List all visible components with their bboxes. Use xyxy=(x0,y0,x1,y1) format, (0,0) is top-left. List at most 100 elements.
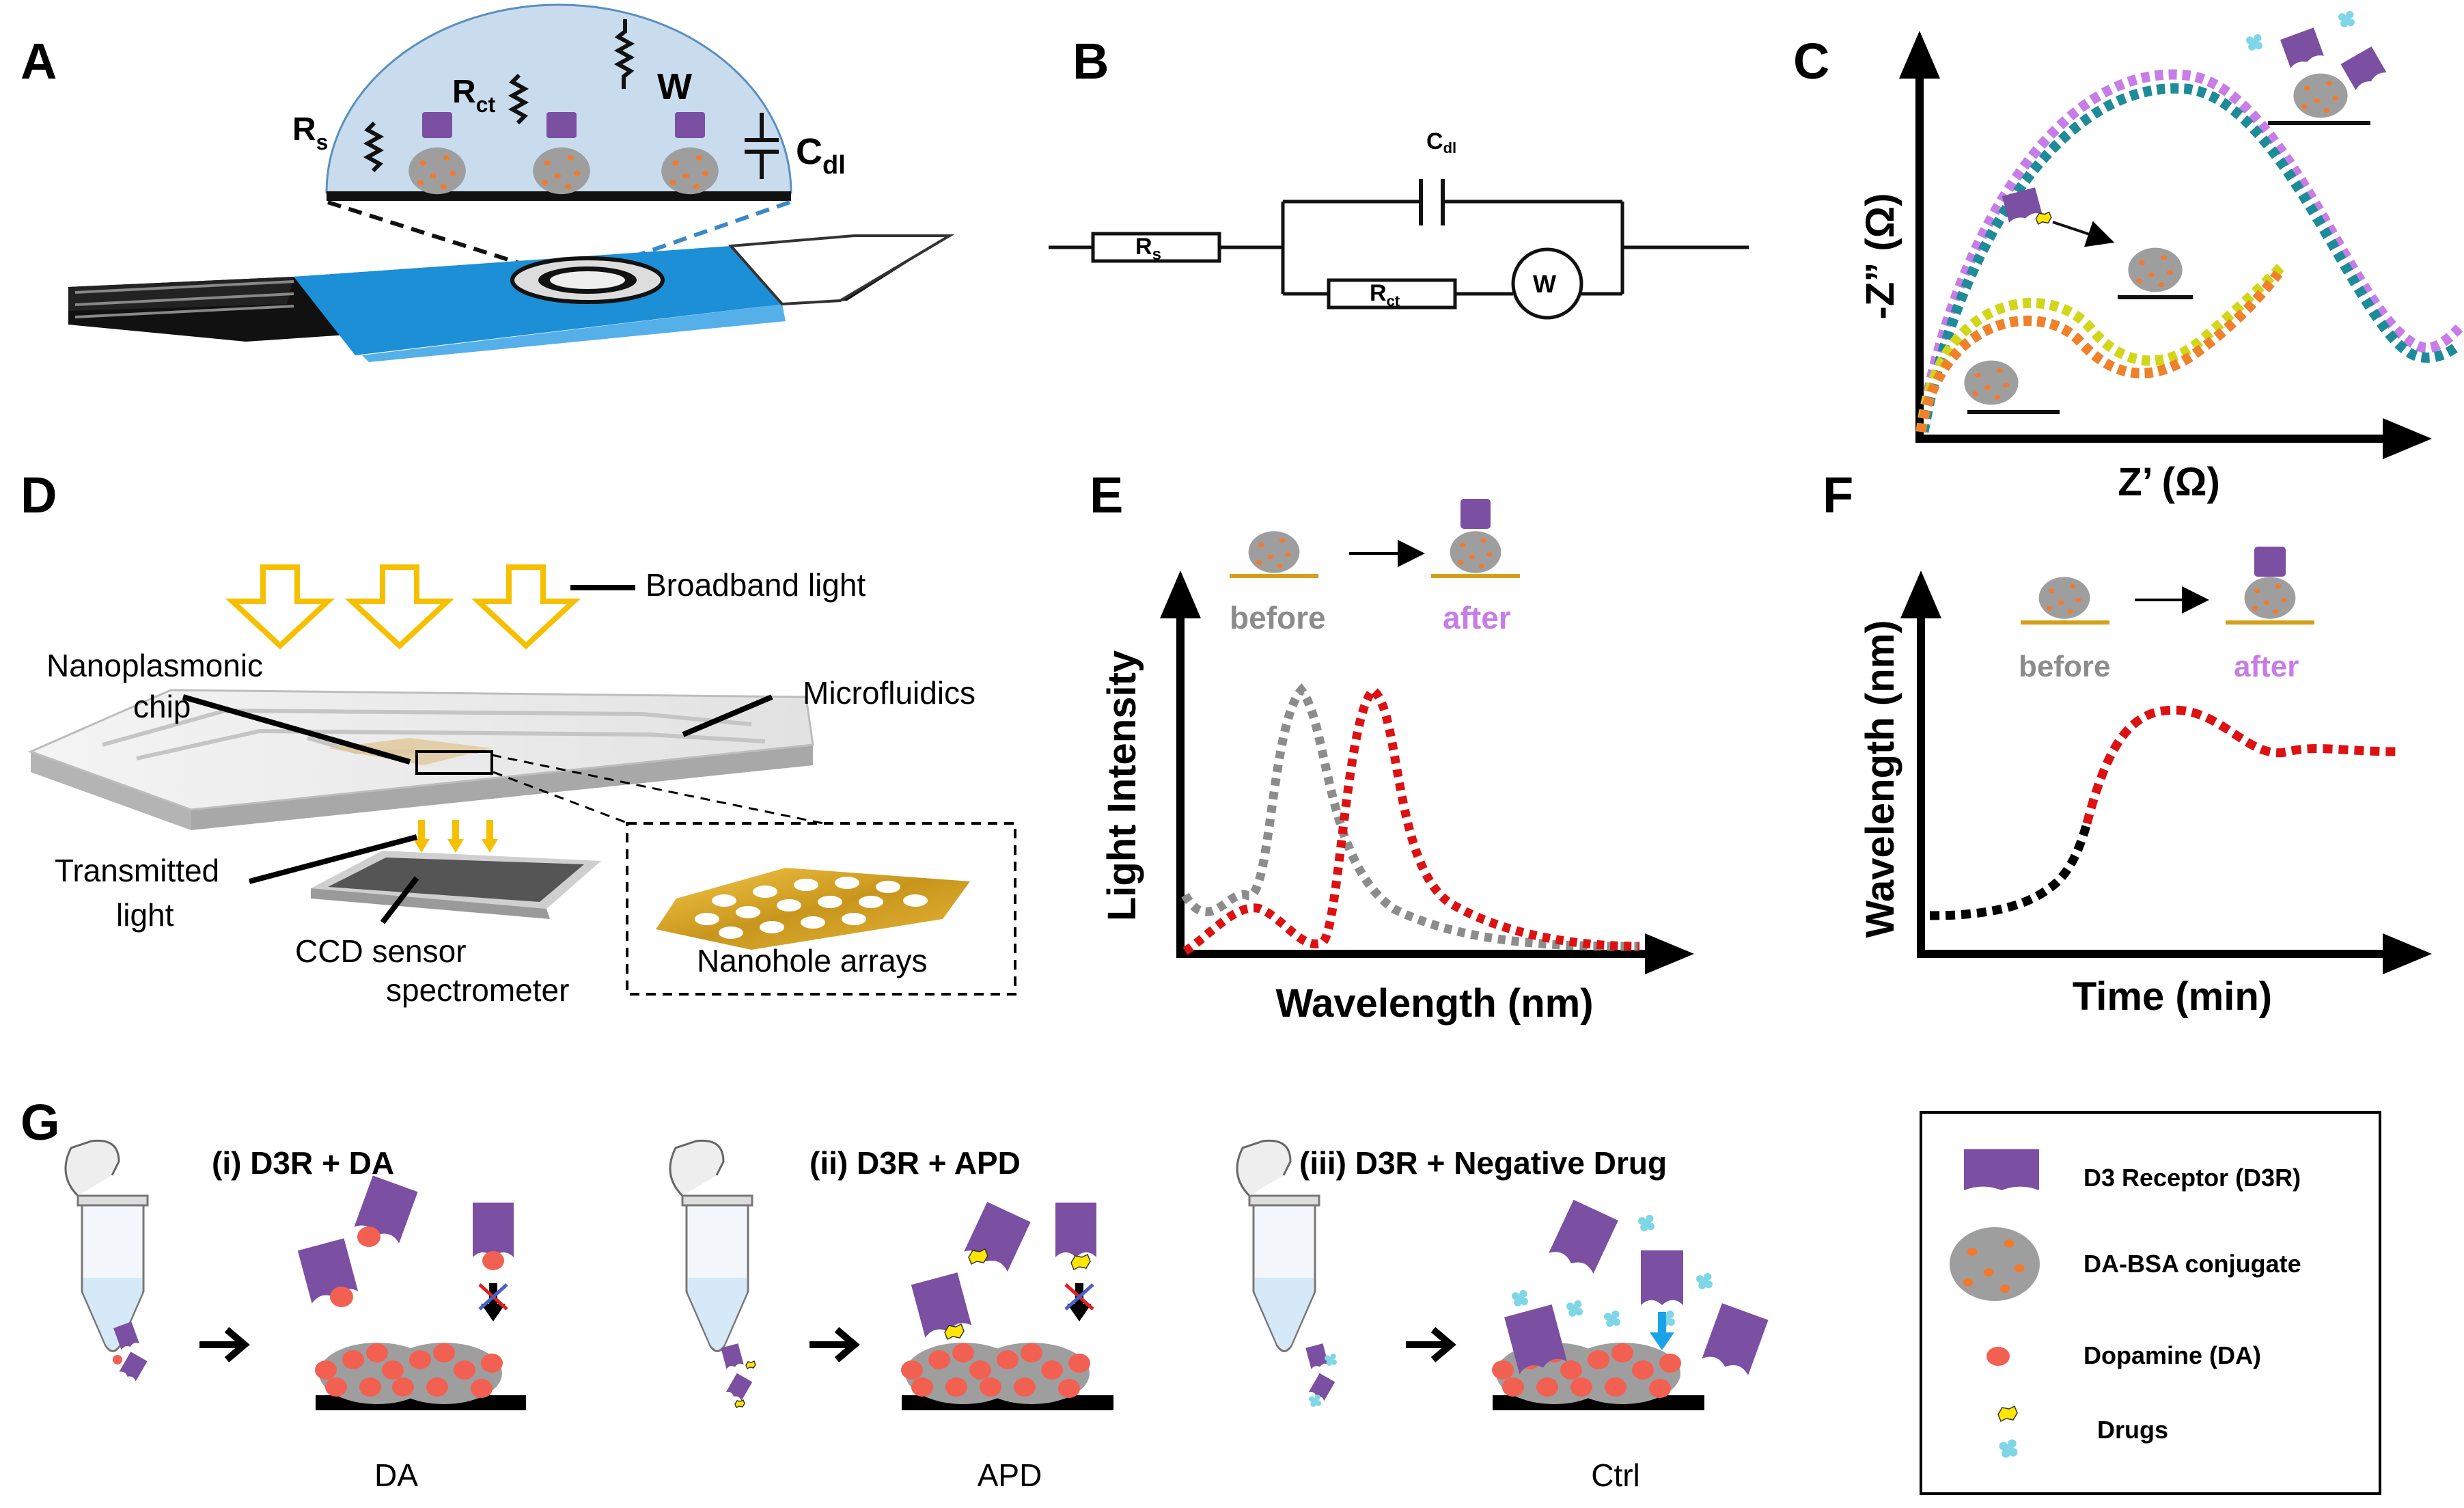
light-arrow-3-icon xyxy=(471,564,581,650)
scene-2-tube-receptor-1 xyxy=(721,1343,744,1369)
cdl-label: Cdl xyxy=(796,131,846,180)
dome-conjugate-3 xyxy=(661,147,719,195)
c-surface-1 xyxy=(2268,121,2370,125)
drug-cyan-icon xyxy=(2246,34,2262,51)
nanoplasmonic-label-2: chip xyxy=(133,689,191,724)
nanoplasmonic-region xyxy=(328,738,492,765)
scene-3-receptor-3 xyxy=(1641,1250,1683,1305)
nanohole-label: Nanohole arrays xyxy=(697,943,928,978)
scene-1-caption: DA xyxy=(374,1457,418,1493)
panel-d: D Broadband light xyxy=(20,467,1016,1008)
dome-conjugates xyxy=(409,112,719,195)
b-rct-label: Rct xyxy=(1370,280,1400,310)
sensorgram-baseline xyxy=(1929,822,2092,920)
drug-yellow-icon xyxy=(944,1323,965,1341)
spectrum-after xyxy=(1182,684,1640,955)
transmitted-label-2: light xyxy=(116,897,174,933)
e-before-label: before xyxy=(1230,600,1326,635)
nyquist-curve-teal xyxy=(1918,83,2463,433)
f-after-label: after xyxy=(2234,650,2299,683)
broadband-light-arrows xyxy=(225,564,581,650)
drug-yellow-icon xyxy=(968,1248,988,1265)
drug-cyan-icon xyxy=(1696,1273,1713,1289)
panel-g-letter: G xyxy=(20,1094,60,1151)
legend-icons xyxy=(1950,1149,2040,1458)
nyquist-curve-yellow xyxy=(1915,262,2286,433)
w-label: W xyxy=(657,66,692,107)
f-before-label: before xyxy=(2019,650,2110,683)
scene-3-tube-icon xyxy=(1236,1139,1320,1352)
scene-1-arrow-icon xyxy=(199,1327,250,1362)
legend-d3-receptor-icon xyxy=(1964,1149,2039,1190)
nanoplasmonic-label-1: Nanoplasmonic xyxy=(46,648,263,683)
scene-3-receptor-1 xyxy=(1504,1304,1567,1374)
f-after-surface xyxy=(2226,620,2314,625)
d-leader-lines xyxy=(182,694,773,924)
dome-receptor-icon xyxy=(422,112,452,138)
drug-cyan-icon xyxy=(1566,1300,1583,1317)
ccd-label-1: CCD sensor xyxy=(295,933,467,969)
scene-3-title: (iii) D3R + Negative Drug xyxy=(1299,1145,1667,1181)
scene-3-receptor-2 xyxy=(1549,1199,1618,1274)
b-cdl-label: Cdl xyxy=(1426,128,1456,156)
spectrum-before xyxy=(1181,683,1640,951)
transmitted-light-arrows xyxy=(413,820,498,853)
panel-a: A Rs Rct W xyxy=(20,3,955,362)
rct-resistor-icon xyxy=(508,73,529,125)
c-receptor-1-icon xyxy=(2280,27,2324,68)
ccd-label-2: spectrometer xyxy=(386,972,569,1008)
e-y-arrow-icon xyxy=(1160,571,1201,618)
sensorgram-binding xyxy=(2082,705,2398,825)
rs-resistor-box xyxy=(1091,232,1221,263)
microfluidics-label: Microfluidics xyxy=(803,675,975,711)
panel-g: G (i) D3R + DA (ii) D3R + APD (iii) D3R … xyxy=(20,1094,2381,1495)
c-bound-conjugate-icon xyxy=(2293,73,2348,118)
legend-label-1: D3 Receptor (D3R) xyxy=(2084,1164,2301,1192)
panel-c: C -Z” (Ω) Z’ (Ω) xyxy=(1793,11,2463,504)
rs-label: Rs xyxy=(292,111,328,154)
microfluidic-chip xyxy=(27,689,814,830)
electrode-strip xyxy=(68,234,955,362)
c-surface-2 xyxy=(2118,295,2193,299)
c-x-axis-label: Z’ (Ω) xyxy=(2118,460,2220,504)
e-after-surface xyxy=(1431,574,1520,578)
light-arrow-1-icon xyxy=(225,564,335,650)
rs-resistor-icon xyxy=(363,121,385,173)
c-axes xyxy=(1899,31,2432,459)
scene-1-receptor-3 xyxy=(473,1203,514,1257)
scene-1-surface xyxy=(315,1343,526,1410)
legend-label-4: Drugs xyxy=(2097,1416,2168,1444)
ccd-sensor-icon xyxy=(311,851,601,919)
legend-conjugate-icon xyxy=(1950,1227,2040,1301)
scene-2-surface xyxy=(901,1343,1113,1410)
e-x-arrow-icon xyxy=(1645,933,1694,974)
panel-e-letter: E xyxy=(1090,467,1123,523)
w-element-icon xyxy=(613,19,635,89)
scene-1-receptor-2 xyxy=(354,1175,418,1244)
nyquist-curve-purple xyxy=(1915,69,2463,433)
scene-2-blocked-arrow-icon xyxy=(1064,1283,1094,1321)
dome-receptor-icon xyxy=(546,112,577,138)
equivalent-circuit xyxy=(1049,179,1749,320)
drug-cyan-icon xyxy=(1638,1215,1655,1231)
dome-receptor-icon xyxy=(675,112,705,138)
nyquist-curve-orange xyxy=(1915,270,2282,433)
zoom-line-left xyxy=(327,200,520,265)
e-after-receptor-icon xyxy=(1461,499,1491,529)
scene-3-binding-arrow-icon xyxy=(1650,1312,1674,1350)
f-y-axis-label: Wavelength (nm) xyxy=(1858,620,1902,937)
f-x-arrow-icon xyxy=(2383,933,2432,974)
scene-3-tube-receptor-2 xyxy=(1308,1373,1335,1401)
scene-3-caption: Ctrl xyxy=(1591,1457,1640,1493)
e-after-conjugate-icon xyxy=(1450,531,1501,573)
e-state-icons xyxy=(1230,499,1520,578)
rct-label: Rct xyxy=(452,74,495,117)
e-y-axis-label: Light Intensity xyxy=(1100,650,1144,921)
drug-cyan-icon xyxy=(1999,1439,2018,1458)
dome-circuit-labels: Rs Rct W Cdl xyxy=(292,19,846,180)
drug-yellow-icon xyxy=(1070,1253,1091,1271)
f-axes xyxy=(1900,571,2432,974)
scene-2-tube-receptor-2 xyxy=(725,1373,753,1401)
panel-f-letter: F xyxy=(1823,467,1853,523)
